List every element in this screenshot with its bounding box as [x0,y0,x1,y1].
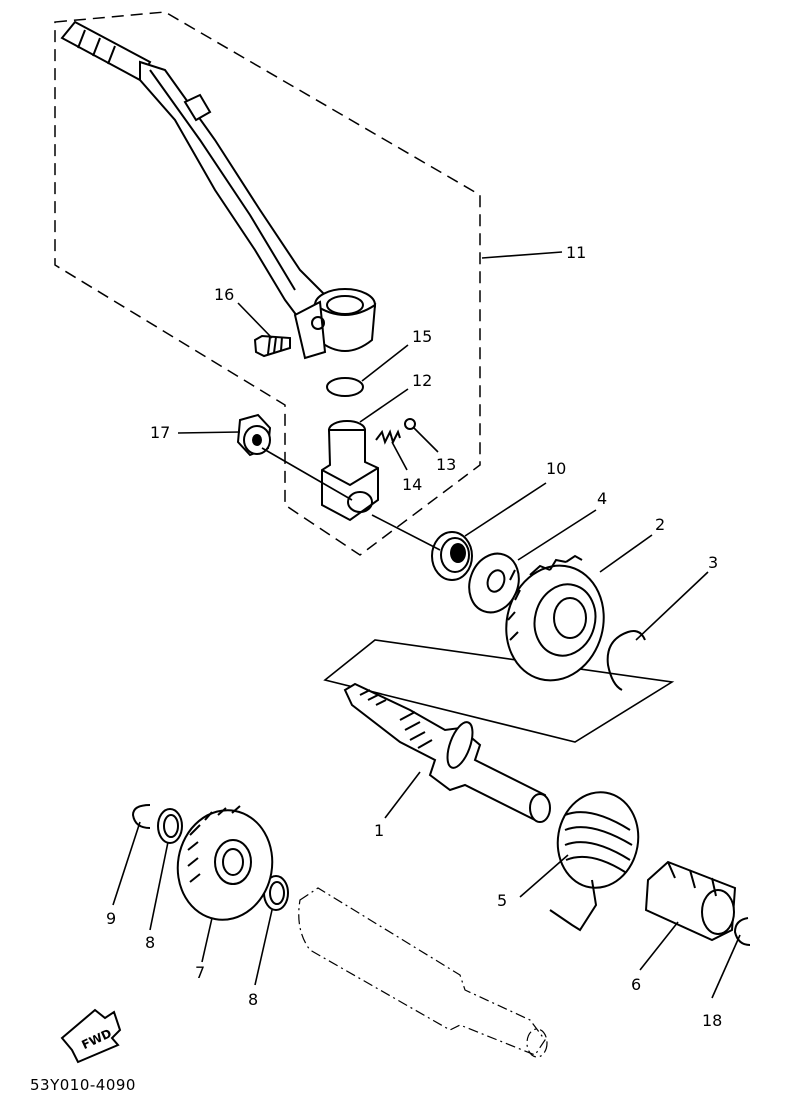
leader-4 [517,509,597,561]
kick-crank-assembly-boundary [54,11,481,556]
circlip-3 [606,630,646,691]
leader-17 [177,431,241,434]
leader-2 [599,534,653,573]
gear-7 [176,805,274,921]
seal-10 [431,531,473,581]
label-5: 5 [497,891,507,910]
shaft-end [526,1028,548,1058]
ball-13 [404,418,416,430]
leader-16 [237,302,273,339]
label-15: 15 [412,327,432,346]
shaft-outline [298,887,546,1056]
washer-4 [468,552,520,614]
leader-10 [464,482,547,537]
leader-17-axis [261,447,353,501]
circlip-9 [131,804,151,829]
gear-group-bracket [323,639,675,743]
leader-8a [149,841,169,931]
label-17: 17 [150,423,170,442]
torsion-spring-5 [549,791,640,932]
label-16: 16 [214,285,234,304]
ratchet-6 [644,860,737,942]
leader-11 [481,251,563,259]
spring-14 [375,429,401,445]
kick-boss-12 [321,420,379,522]
label-6: 6 [631,975,641,994]
label-3: 3 [708,553,718,572]
label-14: 14 [402,475,422,494]
label-2: 2 [655,515,665,534]
label-13: 13 [436,455,456,474]
label-4: 4 [597,489,607,508]
leader-1 [384,771,421,819]
circlip-18 [733,917,751,946]
label-8a: 8 [145,933,155,952]
label-7: 7 [195,963,205,982]
leader-3 [635,571,709,641]
leader-9 [112,821,141,906]
kick-crank-lever [60,20,377,360]
label-11: 11 [566,243,586,262]
diagram-code: 53Y010-4090 [30,1076,136,1094]
fwd-arrow-icon: FWD [60,1008,122,1064]
leader-14 [391,441,408,471]
label-1: 1 [374,821,384,840]
label-12: 12 [412,371,432,390]
leader-6 [639,921,679,971]
leader-12-axis [371,514,441,551]
label-18: 18 [702,1011,722,1030]
label-9: 9 [106,909,116,928]
leader-18 [711,934,741,999]
label-10: 10 [546,459,566,478]
leader-5 [519,854,569,898]
washer-8a-hole [163,814,179,838]
collar-17 [236,413,272,457]
leader-15 [361,344,409,382]
washer-8b-hole [269,881,285,905]
bolt-16 [253,334,291,358]
leader-7 [201,917,213,963]
kick-axle-1 [343,682,551,823]
leader-12 [359,388,409,423]
gear-2 [505,554,605,682]
leader-13 [413,427,439,453]
label-8b: 8 [248,990,258,1009]
leader-8b [254,909,273,986]
o-ring-15 [326,377,364,397]
